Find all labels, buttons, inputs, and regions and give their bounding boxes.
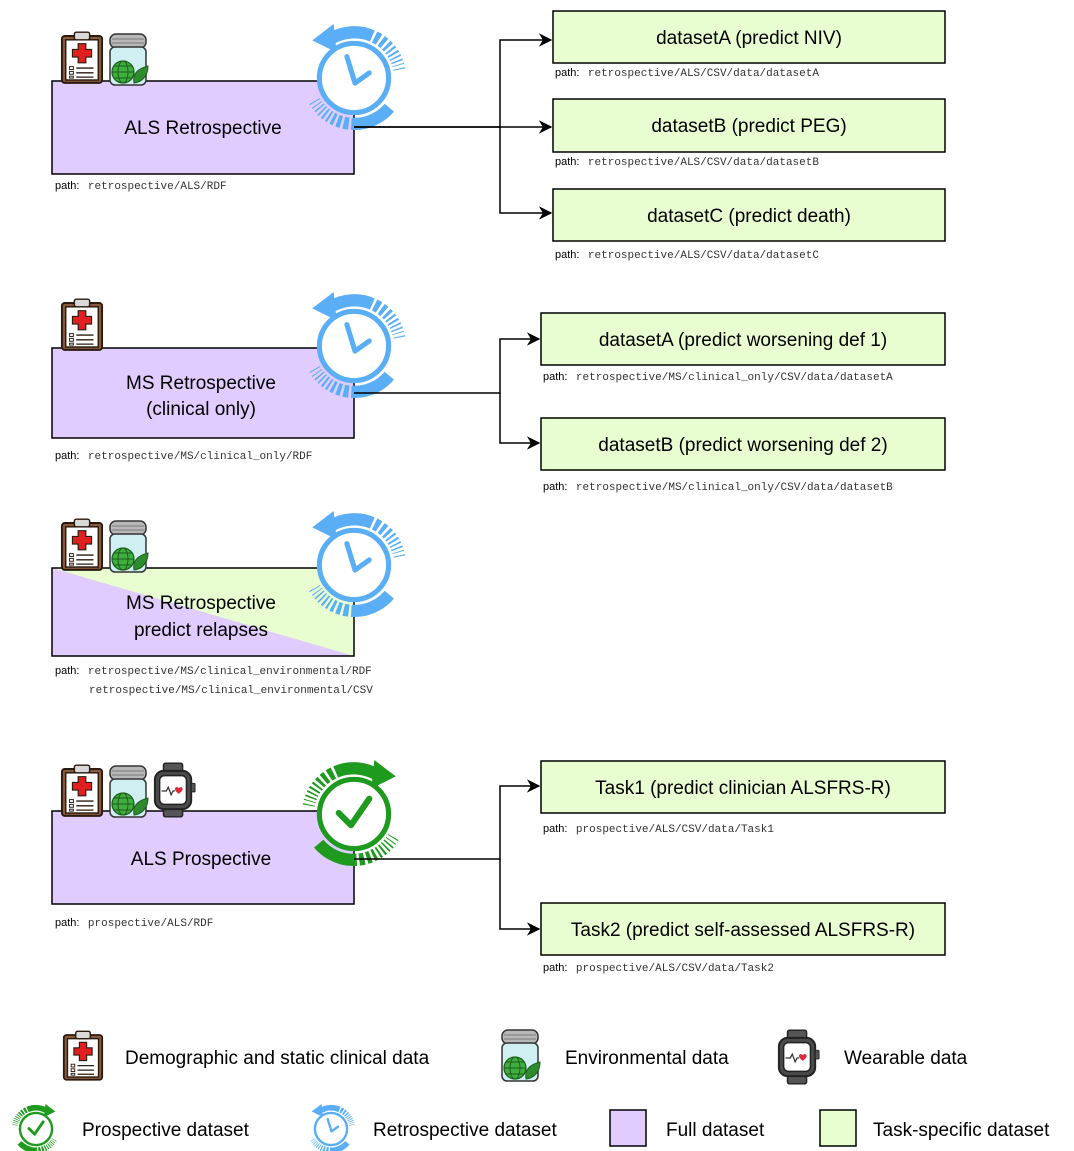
smartwatch-icon (153, 762, 196, 818)
ms-clinical-title-line1: MS Retrospective (126, 373, 276, 394)
group-ms-retrospective-relapses: MS Retrospective predict relapses path: … (51, 511, 400, 697)
als-retrospective-title: ALS Retrospective (124, 118, 281, 139)
environment-jar-icon (109, 765, 149, 818)
clipboard-icon (60, 31, 104, 84)
task-title: Task2 (predict self-assessed ALSFRS-R) (571, 920, 915, 941)
task-box (540, 760, 946, 814)
task-path: path: prospective/ALS/CSV/data/Task1 (543, 819, 774, 836)
legend-prospective-clock-icon (15, 1104, 56, 1150)
ms-relapses-path: path: retrospective/MS/clinical_environm… (55, 661, 372, 678)
clipboard-icon (60, 764, 104, 817)
ms-clinical-path: path: retrospective/MS/clinical_only/RDF (55, 446, 312, 463)
task-title: datasetB (predict PEG) (651, 116, 846, 137)
als-prospective-title: ALS Prospective (131, 849, 271, 870)
task-box (552, 188, 946, 242)
task-path: path: retrospective/MS/clinical_only/CSV… (543, 367, 893, 384)
legend-environmental-label: Environmental data (565, 1048, 729, 1069)
clipboard-icon (60, 518, 104, 571)
legend-environment-jar-icon (501, 1029, 541, 1082)
task-title: Task1 (predict clinician ALSFRS-R) (595, 778, 891, 799)
als-retrospective-box (51, 80, 355, 175)
als-prospective-path: path: prospective/ALS/RDF (55, 913, 213, 930)
ms-relapses-title-line2: predict relapses (134, 620, 268, 641)
connector (499, 859, 541, 936)
legend-smartwatch-icon (777, 1029, 820, 1085)
ms-clinical-title-line2: (clinical only) (146, 399, 256, 420)
connector (499, 393, 541, 450)
environment-jar-icon (109, 33, 149, 86)
environment-jar-icon (109, 520, 149, 573)
task-path: path: retrospective/ALS/CSV/data/dataset… (555, 63, 819, 80)
task-path: path: retrospective/ALS/CSV/data/dataset… (555, 152, 819, 169)
task-path: path: retrospective/ALS/CSV/data/dataset… (555, 245, 819, 262)
group-als-retrospective: ALS Retrospective path: retrospective/AL… (51, 10, 946, 262)
legend: Demographic and static clinical data Env… (15, 1029, 1050, 1150)
group-als-prospective: ALS Prospective path: prospective/ALS/RD… (51, 760, 946, 975)
legend-retrospective-label: Retrospective dataset (373, 1120, 557, 1141)
als-prospective-box (51, 810, 355, 905)
legend-full-label: Full dataset (666, 1120, 765, 1141)
task-box (552, 98, 946, 153)
connector (499, 127, 553, 220)
ms-relapses-title-line1: MS Retrospective (126, 593, 276, 614)
legend-task-specific-label: Task-specific dataset (873, 1120, 1050, 1141)
task-title: datasetA (predict NIV) (656, 28, 842, 49)
legend-prospective-label: Prospective dataset (82, 1120, 250, 1141)
connector (354, 779, 541, 860)
task-path: path: retrospective/MS/clinical_only/CSV… (543, 477, 893, 494)
task-box (540, 417, 946, 471)
legend-wearable-label: Wearable data (844, 1048, 968, 1069)
task-box (540, 312, 946, 366)
task-title: datasetB (predict worsening def 2) (598, 435, 887, 456)
task-box (540, 902, 946, 956)
group-ms-retrospective-clinical: MS Retrospective (clinical only) path: r… (51, 292, 946, 494)
task-box (552, 10, 946, 64)
task-title: datasetA (predict worsening def 1) (599, 330, 887, 351)
prospective-clock-icon (308, 760, 396, 860)
task-title: datasetC (predict death) (647, 206, 851, 227)
connector (354, 332, 541, 394)
legend-clipboard-icon (62, 1030, 104, 1081)
legend-retrospective-clock-icon (312, 1104, 353, 1150)
legend-task-swatch (819, 1109, 857, 1147)
ms-relapses-box (51, 567, 355, 657)
task-path: path: prospective/ALS/CSV/data/Task2 (543, 958, 774, 975)
legend-clinical-label: Demographic and static clinical data (125, 1048, 430, 1069)
clipboard-icon (60, 298, 104, 351)
legend-full-swatch (609, 1109, 647, 1147)
ms-relapses-path-2: retrospective/MS/clinical_environmental/… (89, 685, 373, 697)
als-retrospective-path: path: retrospective/ALS/RDF (55, 176, 227, 193)
